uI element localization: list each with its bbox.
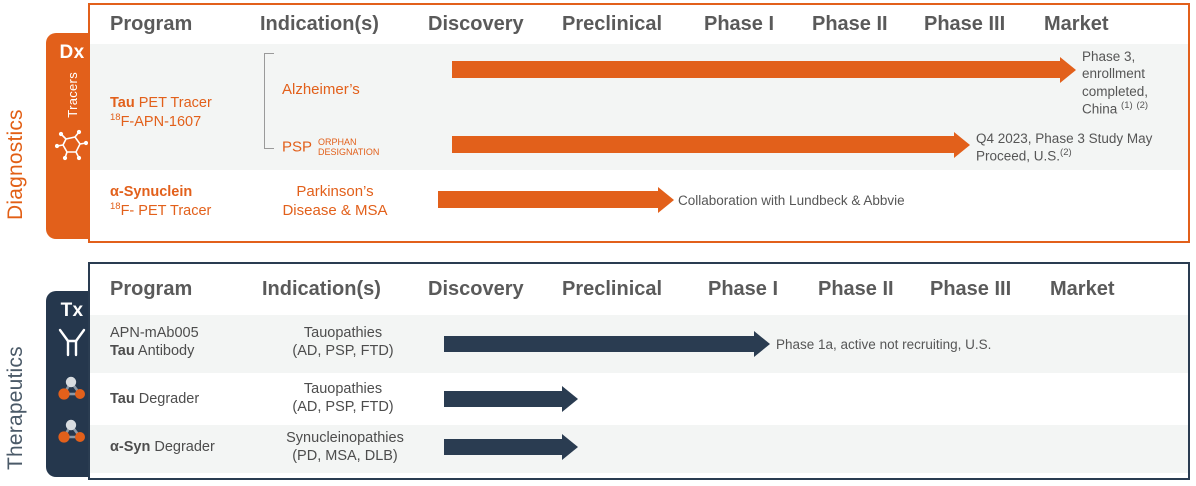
program-cell-asyn-degrader: α-Syn Degrader — [110, 438, 280, 456]
program-suffix-asyn-degrader: Degrader — [150, 439, 215, 455]
indication-synucleinopathies-line-1: Synucleinopathies — [286, 430, 404, 446]
column-header-market-tx: Market — [1050, 278, 1115, 300]
column-header-program: Program — [110, 13, 193, 35]
column-header-discovery-tx: Discovery — [428, 278, 524, 300]
progress-arrow-tau-psp — [452, 131, 970, 158]
status-note-tau-psp: Q4 2023, Phase 3 Study May Proceed, U.S.… — [976, 130, 1186, 165]
status-note-alpha-synuclein: Collaboration with Lundbeck & Abbvie — [678, 193, 905, 208]
status-note-line-2: enrollment — [1082, 66, 1146, 82]
indication-parkinsons-line-2: Disease & MSA — [282, 201, 388, 219]
indication-cell-tauopathies-mab: Tauopathies (AD, PSP, FTD) — [258, 324, 428, 360]
indication-label-psp: PSP — [282, 138, 313, 156]
program-code-apn-1607: F-APN-1607 — [120, 113, 202, 130]
column-header-phase-1-tx: Phase I — [708, 278, 779, 300]
indication-cell-synucleinopathies: Synucleinopathies (PD, MSA, DLB) — [250, 429, 440, 465]
status-note-psp-line-1: Q4 2023, Phase 3 Study May — [976, 131, 1153, 146]
status-note-tau-alzheimers: Phase 3, enrollment completed, China (1)… — [1082, 48, 1190, 118]
indication-tauopathies-line-2: (AD, PSP, FTD) — [292, 343, 394, 360]
footnote-ref-2: (2) — [1136, 99, 1149, 111]
indication-synucleinopathies-line-2: (PD, MSA, DLB) — [292, 448, 398, 465]
progress-arrow-apn-mab005 — [444, 331, 770, 357]
indication-tauopathies-line-1: Tauopathies — [303, 325, 383, 341]
molecule-icon — [54, 128, 89, 167]
program-name-tau: Tau — [110, 95, 135, 111]
program-name-tau-antibody: Tau — [110, 343, 135, 360]
program-suffix-antibody: Antibody — [134, 343, 195, 360]
status-note-line-3: completed, — [1082, 83, 1149, 99]
footnote-ref-1: (1) — [1121, 99, 1133, 111]
progress-arrow-tau-alzheimers — [452, 56, 1076, 83]
column-header-discovery: Discovery — [428, 13, 524, 35]
progress-arrow-asyn-degrader — [444, 434, 578, 460]
program-name-asyn-degrader: α-Syn — [110, 439, 151, 455]
status-note-apn-mab005: Phase 1a, active not recruiting, U.S. — [776, 337, 992, 352]
program-code-syn-pet-tracer: F- PET Tracer — [120, 202, 212, 219]
status-note-country: China — [1082, 101, 1118, 117]
molecule-icon-tau-degrader — [55, 373, 89, 406]
column-header-phase-1: Phase I — [704, 13, 775, 35]
column-header-preclinical-tx: Preclinical — [562, 278, 663, 300]
status-note-psp-region: Proceed, U.S. — [976, 148, 1061, 164]
program-name-alpha-synuclein: α-Synuclein — [110, 184, 193, 200]
column-header-indication-tx: Indication(s) — [262, 278, 381, 300]
orphan-badge-line-1: ORPHAN — [318, 137, 357, 147]
column-header-market: Market — [1044, 13, 1109, 35]
sidebar-tab-tx-abbr: Tx — [60, 300, 84, 321]
orphan-badge-line-2: DESIGNATION — [318, 147, 380, 158]
column-header-indication: Indication(s) — [260, 13, 379, 35]
isotope-superscript-18: 18 — [110, 112, 121, 124]
molecule-icon-asyn-degrader — [55, 416, 89, 449]
program-suffix-tau-degrader: Degrader — [134, 391, 200, 407]
progress-arrow-tau-degrader — [444, 386, 578, 412]
status-note-line-1: Phase 3, — [1082, 49, 1136, 64]
indication-cell-tauopathies-degrader: Tauopathies (AD, PSP, FTD) — [258, 380, 428, 416]
indication-bracket — [264, 53, 274, 149]
therapeutics-table-header: Program Indication(s) Discovery Preclini… — [90, 264, 1188, 306]
program-name-tau-degrader: Tau — [110, 391, 135, 407]
table-row-band-asyn — [90, 425, 1188, 473]
therapeutics-panel: Program Indication(s) Discovery Preclini… — [88, 262, 1190, 480]
program-cell-alpha-synuclein: α-Synuclein 18F- PET Tracer — [110, 183, 270, 220]
column-header-phase-3-tx: Phase III — [930, 278, 1012, 300]
program-cell-tau-pet-tracer: Tau PET Tracer 18F-APN-1607 — [110, 94, 260, 131]
antibody-icon — [55, 326, 89, 363]
indication-cell-alzheimers: Alzheimer’s — [282, 81, 360, 98]
sidebar-tab-dx-tracers-label: Tracers — [64, 72, 80, 118]
diagnostics-table-header: Program Indication(s) Discovery Preclini… — [90, 5, 1188, 47]
indication-parkinsons-line-1: Parkinson’s — [296, 183, 374, 200]
sidebar-tab-dx-abbr: Dx — [59, 42, 85, 63]
status-note-line-4: China (1) (2) — [1082, 100, 1190, 118]
column-header-phase-2-tx: Phase II — [818, 278, 894, 300]
status-note-psp-line-2: Proceed, U.S.(2) — [976, 147, 1186, 165]
diagnostics-panel: Program Indication(s) Discovery Preclini… — [88, 3, 1190, 243]
program-cell-apn-mab005: APN-mAb005 Tau Antibody — [110, 324, 270, 360]
program-code-apn-mab005: APN-mAb005 — [110, 325, 199, 341]
column-header-program-tx: Program — [110, 278, 193, 300]
indication-cell-parkinsons: Parkinson’s Disease & MSA — [255, 183, 415, 221]
section-label-therapeutics: Therapeutics — [4, 346, 27, 470]
progress-arrow-alpha-synuclein — [438, 186, 674, 213]
column-header-phase-2: Phase II — [812, 13, 888, 35]
isotope-superscript-18-syn: 18 — [110, 201, 121, 213]
section-label-diagnostics: Diagnostics — [4, 109, 27, 220]
footnote-ref-psp: (2) — [1060, 147, 1072, 159]
program-suffix-tau: PET Tracer — [134, 95, 212, 111]
program-cell-tau-degrader: Tau Degrader — [110, 390, 270, 408]
indication-tauopathies-deg-line-2: (AD, PSP, FTD) — [292, 399, 394, 416]
column-header-phase-3: Phase III — [924, 13, 1006, 35]
column-header-preclinical: Preclinical — [562, 13, 663, 35]
indication-tauopathies-deg-line-1: Tauopathies — [303, 381, 383, 397]
